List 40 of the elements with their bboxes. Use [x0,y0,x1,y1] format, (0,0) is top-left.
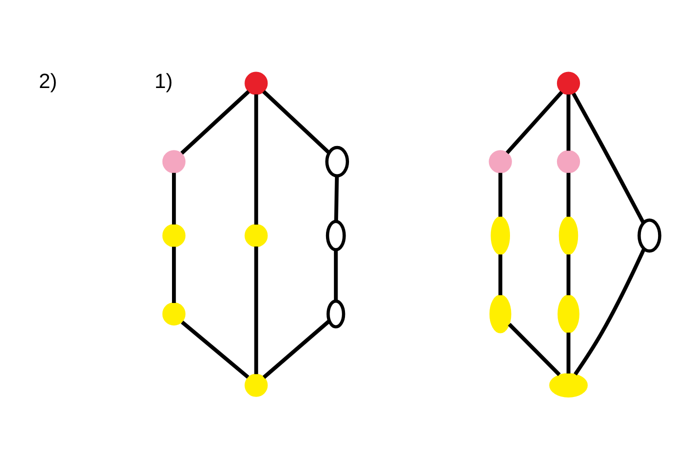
node-circle [162,150,186,174]
node-circle [558,294,580,334]
connector [262,320,330,379]
node-circle [556,72,580,95]
connector [506,90,564,154]
node-circle [490,216,510,255]
connector [574,248,646,376]
node-circle [162,224,186,248]
label: 1) [154,70,173,94]
connector [334,250,338,301]
node-circle [326,220,346,252]
node-circle [162,302,186,326]
node-circle [244,224,268,248]
connector [254,94,258,225]
connector [572,92,645,224]
node-circle [638,218,662,253]
connector [180,90,250,155]
node-circle [244,374,268,397]
connector [172,172,176,224]
node-circle [549,373,588,398]
connector [566,172,570,217]
connector [566,94,570,151]
node-circle [556,150,580,174]
node-circle [488,150,512,174]
connector [508,322,561,376]
connector [262,90,330,154]
node-circle [325,146,350,178]
connector [566,332,570,374]
connector [334,176,339,222]
node-circle [558,216,578,255]
node-circle [489,294,512,334]
node-circle [244,72,268,95]
connector [498,172,502,217]
connector [180,320,250,379]
label: 2) [38,70,58,94]
connector [566,254,570,296]
connector [254,246,258,374]
node-circle [326,300,346,328]
connector [498,254,502,296]
connector [172,246,176,303]
